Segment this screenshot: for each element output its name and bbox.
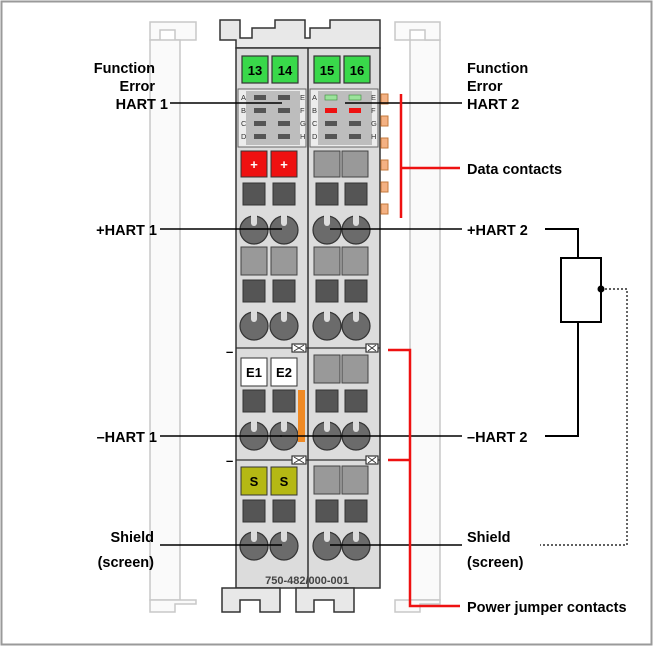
clamp-openings [239, 215, 371, 561]
s-label: S [280, 474, 289, 489]
clamp-slots [251, 212, 359, 542]
led-letter: F [371, 106, 376, 115]
plus-mark: + [280, 157, 288, 172]
label-plus-hart2: +HART 2 [467, 223, 528, 239]
led-letter: A [241, 93, 246, 102]
terminal-tab-16 [343, 55, 371, 84]
terminal-tab-13 [241, 55, 269, 84]
separator-crosses [293, 344, 377, 464]
part-number: 750-482/000-001 [265, 575, 349, 587]
data-contact-pads [380, 93, 389, 215]
label-minus-hart2: –HART 2 [467, 430, 527, 446]
led-letter: B [312, 106, 317, 115]
led-letter: B [241, 106, 246, 115]
label-function-right: Function [467, 61, 528, 77]
label-plus-hart1: +HART 1 [96, 223, 157, 239]
terminal-blocks [242, 182, 368, 523]
din-rail-ghost [149, 21, 441, 613]
terminal-13-label: 13 [248, 63, 262, 78]
led-letter: E [300, 93, 305, 102]
terminal-tabs: 13 14 15 16 [241, 55, 371, 84]
led-letter: C [312, 119, 318, 128]
label-hart2: HART 2 [467, 97, 519, 113]
label-hart1: HART 1 [116, 97, 168, 113]
leader-lines [160, 102, 462, 546]
label-function-left: Function [94, 61, 155, 77]
orange-jumper-strip [298, 390, 305, 442]
power-jumper-bracket [388, 348, 460, 608]
label-power-jumper: Power jumper contacts [467, 600, 627, 616]
label-screen-left: (screen) [98, 555, 155, 571]
plus-mark: + [250, 157, 258, 172]
terminal-tab-14 [271, 55, 299, 84]
labels-right: Function Error HART 2 Data contacts +HAR… [467, 61, 627, 616]
resistor-symbol [560, 257, 602, 323]
led-letter: D [241, 132, 247, 141]
led-letter: H [300, 132, 305, 141]
shield-connection [540, 285, 628, 546]
terminal-16-label: 16 [350, 63, 364, 78]
led-letter: G [300, 119, 306, 128]
plus-markers: + + [240, 150, 369, 178]
label-error-right: Error [467, 79, 503, 95]
led-letter: C [241, 119, 247, 128]
label-minus-hart1: –HART 1 [97, 430, 157, 446]
label-error-left: Error [120, 79, 156, 95]
led-letter: A [312, 93, 317, 102]
minus-mark: – [226, 453, 233, 468]
terminal-14-label: 14 [278, 63, 293, 78]
led-letter: D [312, 132, 318, 141]
e2-label: E2 [276, 365, 292, 380]
label-screen-right: (screen) [467, 555, 524, 571]
label-shield-right: Shield [467, 530, 511, 546]
e1-label: E1 [246, 365, 262, 380]
minus-mark: – [226, 344, 233, 359]
led-panel-right: A B C D E F G H [309, 88, 379, 148]
s-markers: S S [240, 466, 298, 496]
data-contacts-bracket [399, 94, 460, 218]
led-letter: F [300, 106, 305, 115]
label-shield-left: Shield [110, 530, 154, 546]
label-data-contacts: Data contacts [467, 162, 562, 178]
led-letter: G [371, 119, 377, 128]
terminal-15-label: 15 [320, 63, 334, 78]
terminal-tab-15 [313, 55, 341, 84]
s-label: S [250, 474, 259, 489]
led-letter: E [371, 93, 376, 102]
led-panel-left: A B C D E F G H [237, 88, 307, 148]
grey-tabs [240, 246, 369, 495]
labels-left: Function Error HART 1 +HART 1 –HART 1 Sh… [94, 61, 168, 571]
led-letter: H [371, 132, 376, 141]
e-markers: E1 E2 [240, 357, 298, 387]
